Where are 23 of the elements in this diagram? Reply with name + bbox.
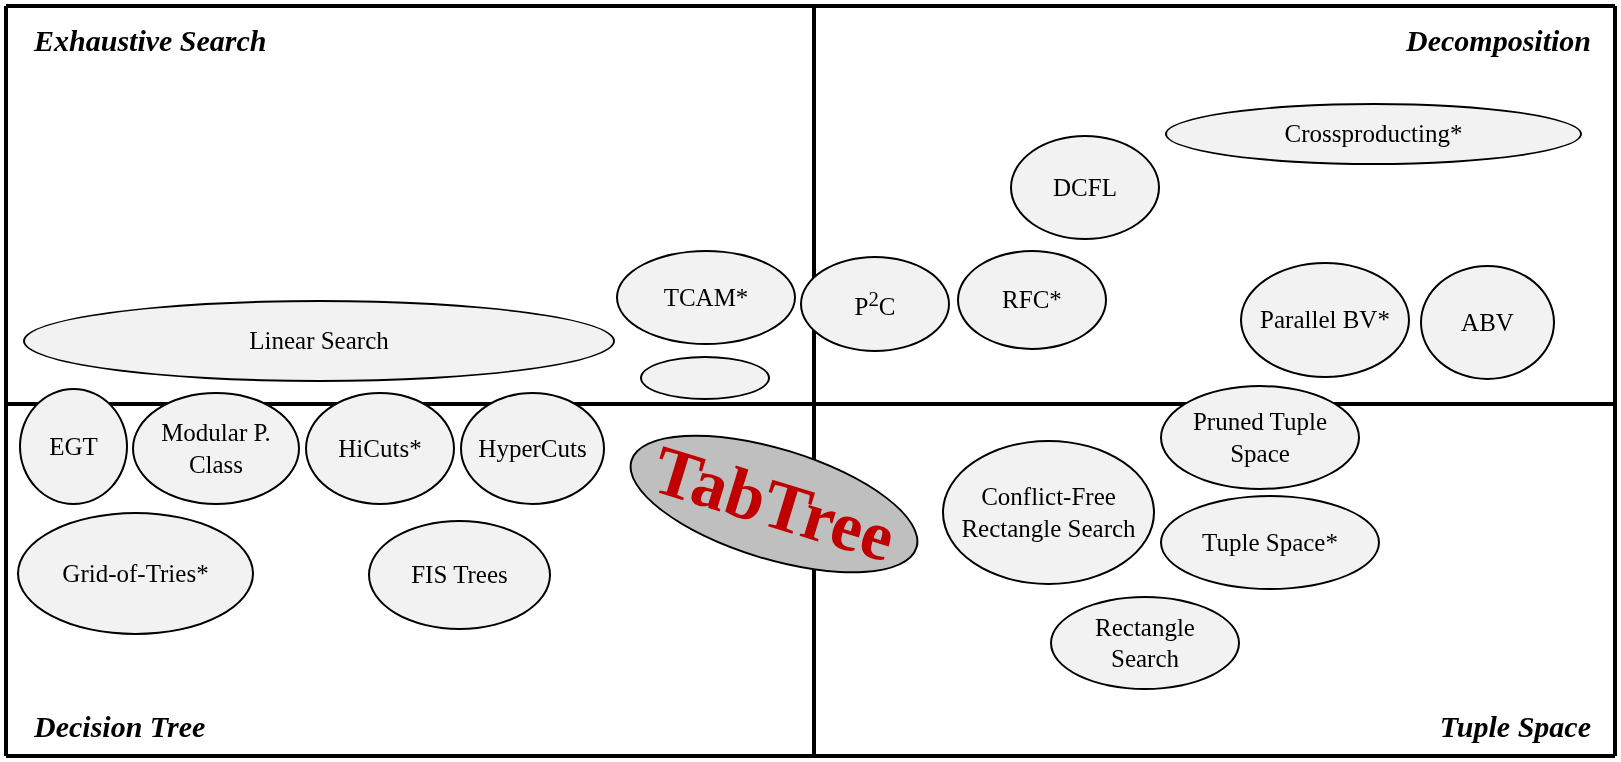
ellipse-label: Tuple Space*	[1202, 527, 1338, 558]
ellipse-label: Linear Search	[249, 326, 389, 357]
ellipse-label: RFC*	[1002, 285, 1062, 316]
ellipse-label: HyperCuts	[478, 433, 587, 464]
ellipse-label: EGT	[49, 431, 98, 462]
ellipse-label: P$^{2}$C	[854, 285, 896, 323]
quadrant-heading: Exhaustive Search	[34, 24, 267, 58]
ellipse-label: FIS Trees	[411, 560, 508, 591]
ellipse-label: HiCuts*	[338, 433, 422, 464]
highlight-title: TabTree	[643, 429, 905, 579]
ellipse-label: DCFL	[1053, 172, 1117, 203]
ellipse-label: Modular P. Class	[160, 418, 272, 480]
ellipse-label: Pruned Tuple Space	[1191, 407, 1329, 469]
ellipse-label: Rectangle Search	[1094, 612, 1196, 674]
quadrant-heading: Decomposition	[1406, 24, 1591, 58]
ellipse-label: ABV	[1461, 307, 1514, 338]
quadrant-heading: Decision Tree	[34, 710, 206, 744]
ellipse-label: TCAM*	[663, 282, 749, 313]
ellipse-label: Crossproducting*	[1284, 119, 1463, 150]
quadrant-heading: Tuple Space	[1439, 710, 1591, 744]
ellipse-label: Parallel BV*	[1260, 305, 1390, 336]
ellipse-label: Grid-of-Tries*	[62, 558, 209, 589]
ellipse-label: Conflict-Free Rectangle Search	[960, 482, 1137, 544]
